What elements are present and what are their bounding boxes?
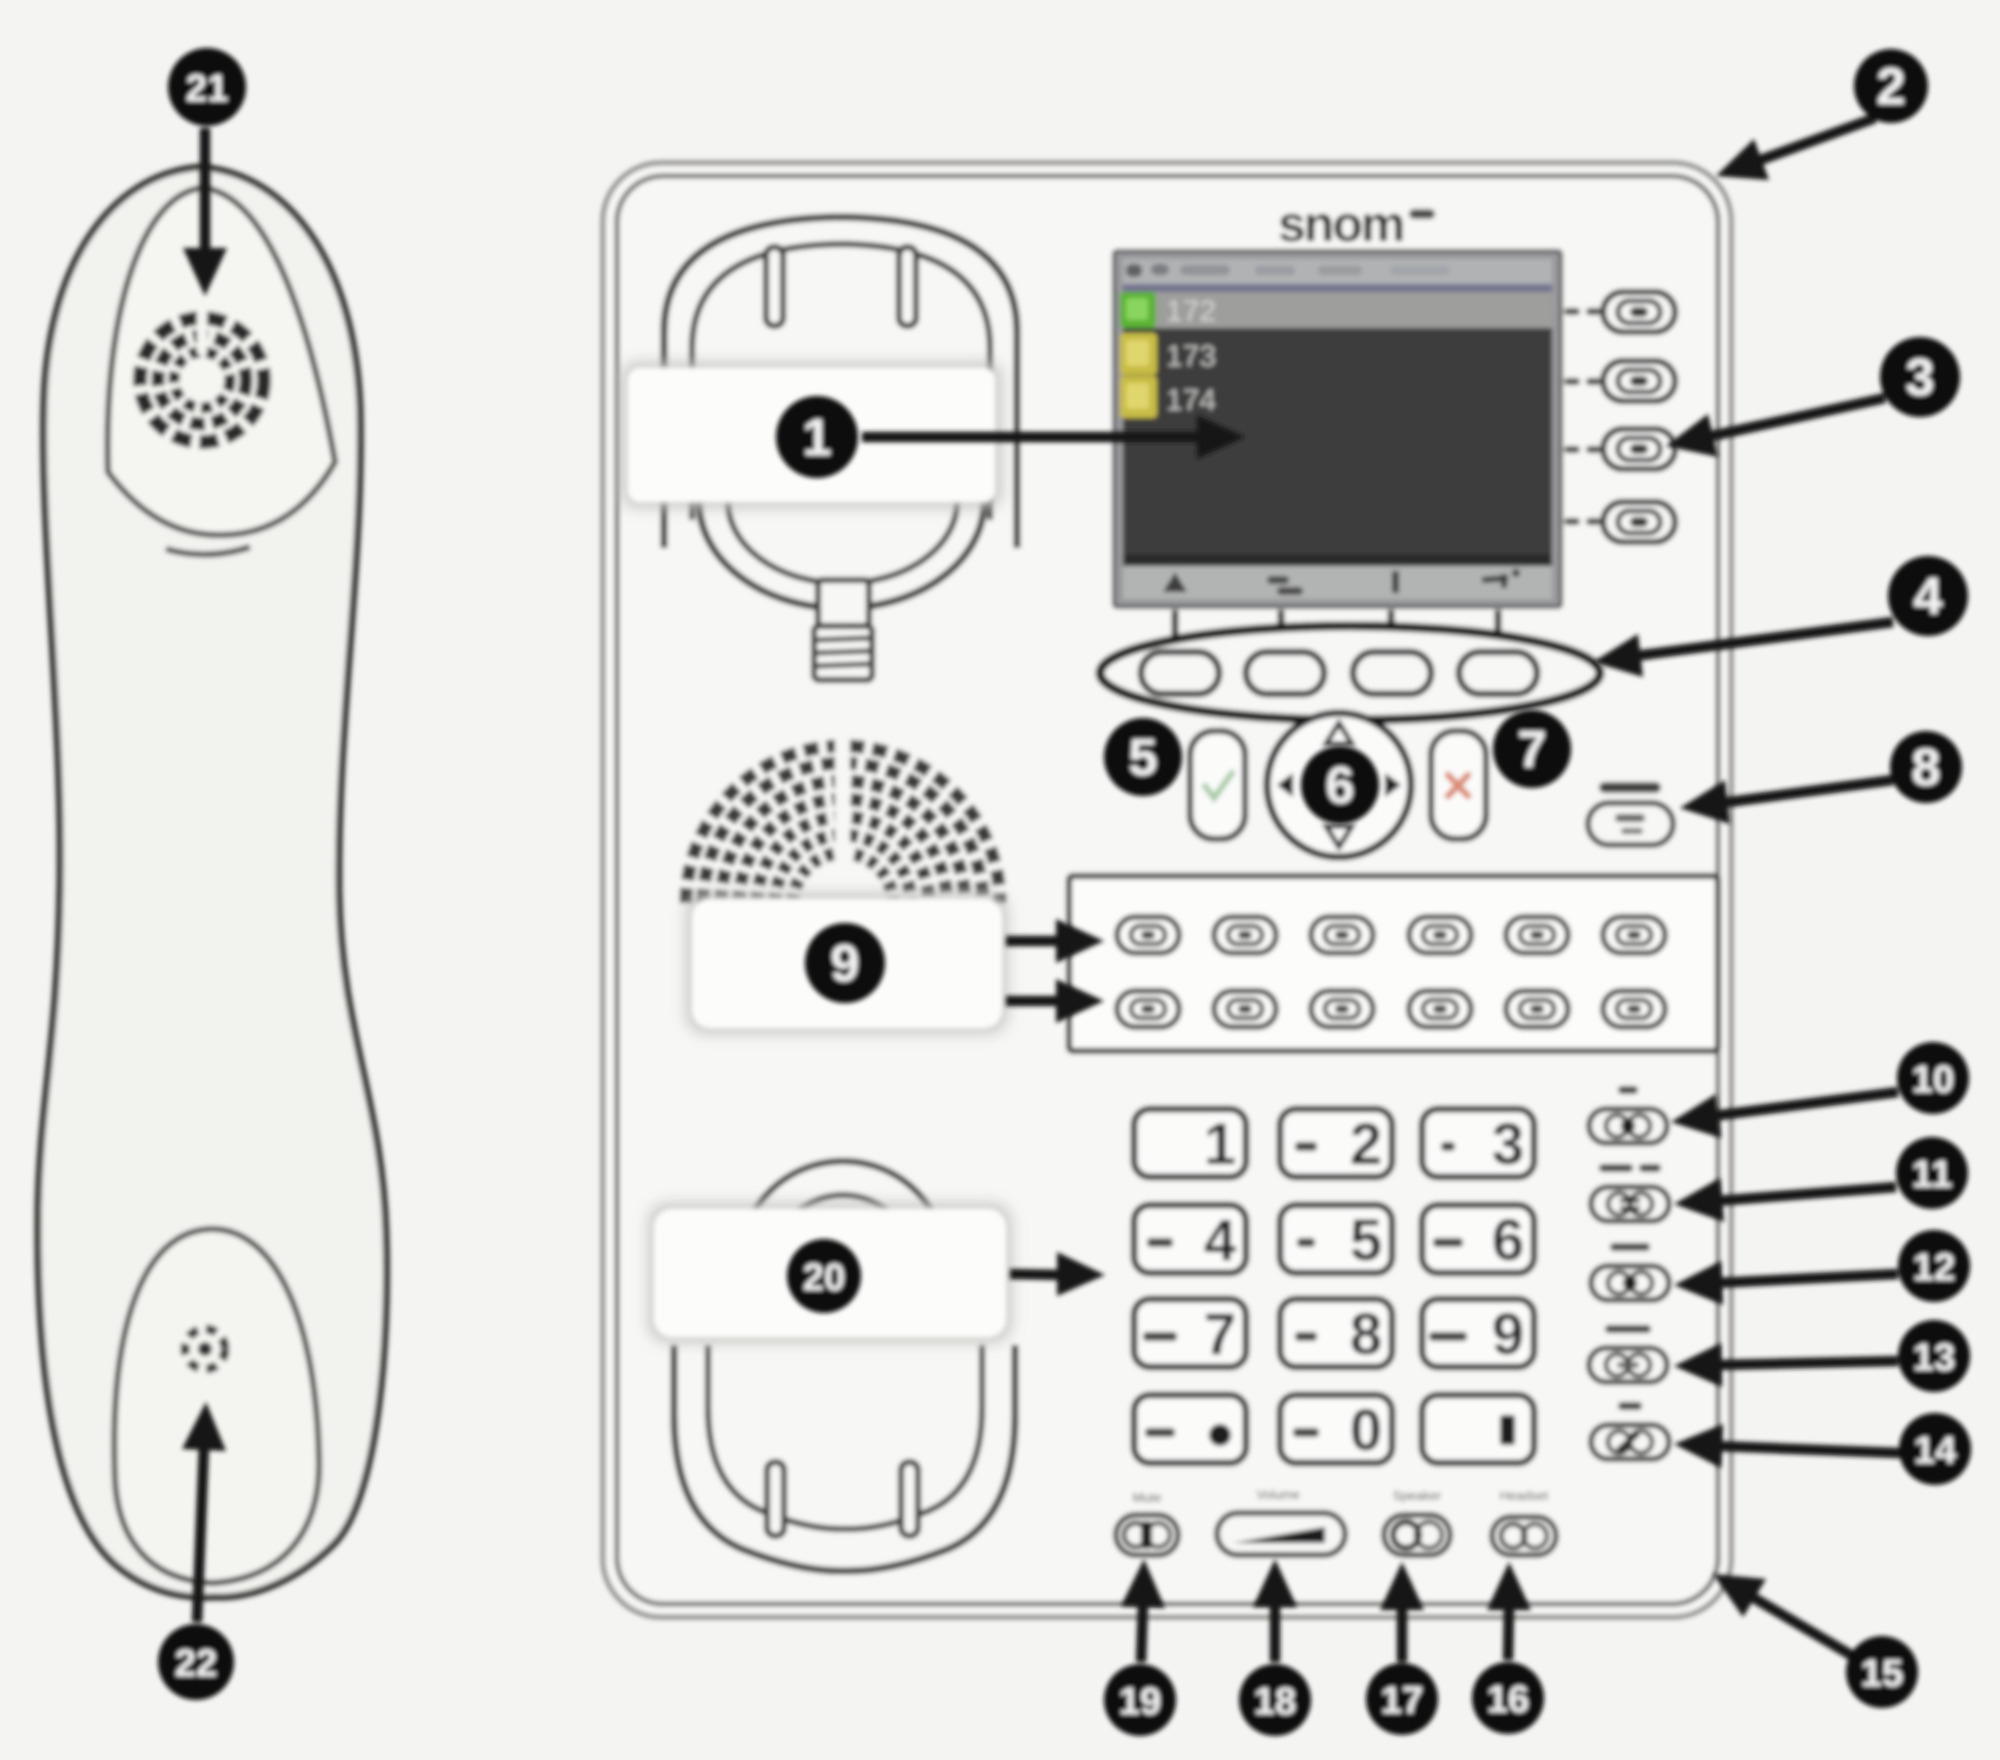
svg-text:9: 9 (1492, 1302, 1524, 1367)
svg-text:172: 172 (1166, 295, 1216, 328)
svg-text:3: 3 (1906, 349, 1935, 407)
svg-text:15: 15 (1861, 1653, 1903, 1695)
svg-text:6: 6 (1492, 1208, 1524, 1273)
svg-text:Headset: Headset (1500, 1488, 1549, 1503)
svg-text:22: 22 (175, 1643, 217, 1685)
svg-text:Volume: Volume (1256, 1487, 1299, 1502)
svg-text:12: 12 (1913, 1247, 1955, 1289)
svg-text:173: 173 (1166, 340, 1216, 373)
svg-text:10: 10 (1912, 1059, 1954, 1101)
svg-text:8: 8 (1350, 1302, 1382, 1367)
svg-text:19: 19 (1119, 1681, 1161, 1723)
svg-text:0: 0 (1350, 1398, 1382, 1463)
svg-text:14: 14 (1914, 1430, 1956, 1472)
svg-text:7: 7 (1204, 1302, 1236, 1367)
svg-text:5: 5 (1350, 1208, 1382, 1273)
svg-text:4: 4 (1204, 1208, 1236, 1273)
svg-text:21: 21 (186, 68, 228, 110)
svg-text:174: 174 (1166, 384, 1216, 417)
svg-text:18: 18 (1254, 1681, 1296, 1723)
svg-text:Mute: Mute (1133, 1490, 1162, 1505)
svg-text:7: 7 (1518, 721, 1547, 779)
svg-text:6: 6 (1326, 757, 1355, 815)
svg-text:11: 11 (1912, 1154, 1952, 1196)
svg-text:1: 1 (1204, 1112, 1236, 1177)
svg-text:2: 2 (1877, 58, 1906, 116)
svg-text:17: 17 (1381, 1680, 1423, 1722)
svg-text:8: 8 (1912, 739, 1941, 797)
svg-text:3: 3 (1492, 1112, 1524, 1177)
svg-text:9: 9 (831, 935, 860, 993)
svg-text:16: 16 (1487, 1679, 1529, 1721)
svg-text:snom: snom (1278, 196, 1403, 252)
svg-text:1: 1 (803, 409, 832, 467)
svg-text:4: 4 (1914, 568, 1943, 626)
svg-text:Speaker: Speaker (1393, 1488, 1442, 1503)
svg-text:2: 2 (1350, 1112, 1382, 1177)
svg-text:20: 20 (803, 1257, 845, 1299)
svg-text:13: 13 (1913, 1337, 1955, 1379)
svg-text:5: 5 (1129, 729, 1158, 787)
